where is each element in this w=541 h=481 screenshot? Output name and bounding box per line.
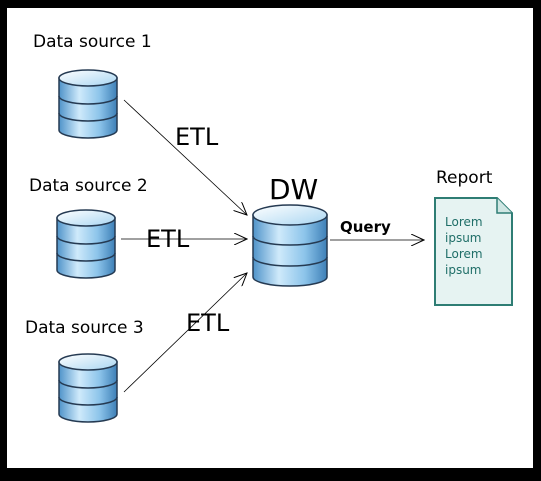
report-document-icon xyxy=(434,197,513,306)
source-3-label: Data source 3 xyxy=(25,318,144,338)
query-label: Query xyxy=(340,218,391,236)
report-line-2: ipsum xyxy=(445,231,482,245)
etl-label-1: ETL xyxy=(175,123,219,151)
etl-label-2: ETL xyxy=(146,225,190,253)
report-title: Report xyxy=(436,168,493,188)
etl-arrow-3 xyxy=(123,273,247,393)
diagram-graphics xyxy=(56,69,513,423)
source-2-label: Data source 2 xyxy=(29,176,148,196)
report-line-1: Lorem xyxy=(445,215,483,229)
report-line-4: ipsum xyxy=(445,263,482,277)
etl-label-3: ETL xyxy=(186,309,230,337)
data-warehouse-icon xyxy=(252,204,328,287)
database-2-icon xyxy=(56,209,116,279)
diagram-canvas: Data source 1 Data source 2 Data source … xyxy=(7,8,533,468)
source-1-label: Data source 1 xyxy=(33,32,152,52)
database-1-icon xyxy=(58,69,118,139)
etl-arrow-1 xyxy=(123,99,247,215)
report-body: Lorem ipsum Lorem ipsum xyxy=(445,214,483,278)
dw-label: DW xyxy=(269,173,319,206)
report-line-3: Lorem xyxy=(445,247,483,261)
database-3-icon xyxy=(58,353,118,423)
